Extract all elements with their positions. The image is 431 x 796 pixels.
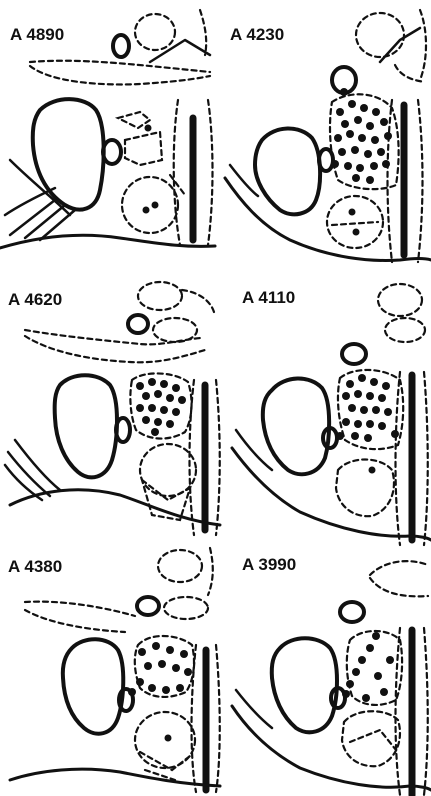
internal-capsule-outline [55,375,117,477]
dashed-border [424,372,428,545]
dashed-border [192,645,197,792]
dashed-border [216,380,220,535]
dashed-border [388,100,393,262]
dashed-border [208,548,213,595]
internal-capsule-outline [272,638,337,732]
ventral-brain-surface [10,769,220,786]
dashed-border [174,100,180,245]
optic-tract-line [236,690,272,728]
labeled-cell-dot [143,207,150,214]
dashed-border [350,730,396,750]
labeled-cell-dot [165,735,172,742]
small-nucleus-outline [128,315,148,333]
labeled-cell-dot [369,467,376,474]
dashed-nucleus [158,550,202,582]
small-nucleus-outline [340,602,364,622]
dashed-border [216,645,220,792]
dashed-nucleus [327,196,383,248]
panel-a3990: A 3990 [232,555,431,795]
dashed-border [332,222,378,225]
dashed-border [418,100,423,262]
labeled-cell-dot [349,209,356,216]
labeled-cell-dot [152,202,159,209]
panel-label-a4620: A 4620 [8,290,62,309]
dashed-band [30,61,210,72]
dashed-border [182,290,214,312]
panel-a4890: A 4890 [0,10,215,248]
dashed-border [396,628,401,795]
dashed-nucleus [164,597,208,619]
small-nucleus-outline [137,597,159,615]
labeled-cell-cluster [136,378,186,436]
dashed-nucleus [142,480,190,520]
dashed-nucleus [122,177,178,233]
dashed-border [370,561,428,575]
labeled-cell-dot [353,229,360,236]
tract-line [150,40,210,62]
ventral-brain-surface [0,235,215,248]
dashed-nucleus [385,318,425,342]
panel-a4380: A 4380 [8,548,220,792]
labeled-cell-cluster [128,642,192,696]
dashed-border [370,578,428,596]
panel-a4110: A 4110 [232,284,431,545]
panel-label-a4110: A 4110 [242,288,295,307]
internal-capsule-outline [255,128,320,214]
small-nucleus-outline [113,35,129,57]
dashed-nucleus [336,460,394,517]
ventral-brain-surface [225,178,431,260]
dashed-nucleus [378,284,422,316]
labeled-cell-cluster [331,88,392,184]
tract-line [380,28,420,62]
internal-capsule-outline [263,378,329,474]
panel-a4230: A 4230 [225,10,431,262]
dashed-band [25,610,125,632]
dashed-nucleus [135,14,175,50]
dashed-border [396,372,401,545]
small-nucleus-outline [103,140,121,164]
dashed-border [424,628,428,795]
dashed-band [25,330,200,344]
dashed-nucleus [138,282,182,310]
dashed-band [25,336,205,362]
dashed-nucleus [342,711,400,766]
optic-tract-line [5,188,55,215]
labeled-cell-dot [145,125,152,132]
dashed-border [420,10,426,80]
panel-label-a4380: A 4380 [8,557,62,576]
panel-label-a4890: A 4890 [10,25,64,44]
dashed-nucleus [125,132,162,165]
dashed-nucleus [347,631,402,705]
dashed-nucleus [118,112,150,128]
panel-a4620: A 4620 [5,282,220,535]
dashed-nucleus [356,13,404,57]
panel-label-a3990: A 3990 [242,555,296,574]
dashed-band [25,602,135,616]
labeled-cell-cluster [336,374,399,442]
small-nucleus-outline [342,344,366,364]
dashed-border [208,100,213,245]
internal-capsule-outline [63,639,123,733]
panel-label-a4230: A 4230 [230,25,284,44]
dashed-border [170,175,185,195]
dashed-border [395,65,425,82]
